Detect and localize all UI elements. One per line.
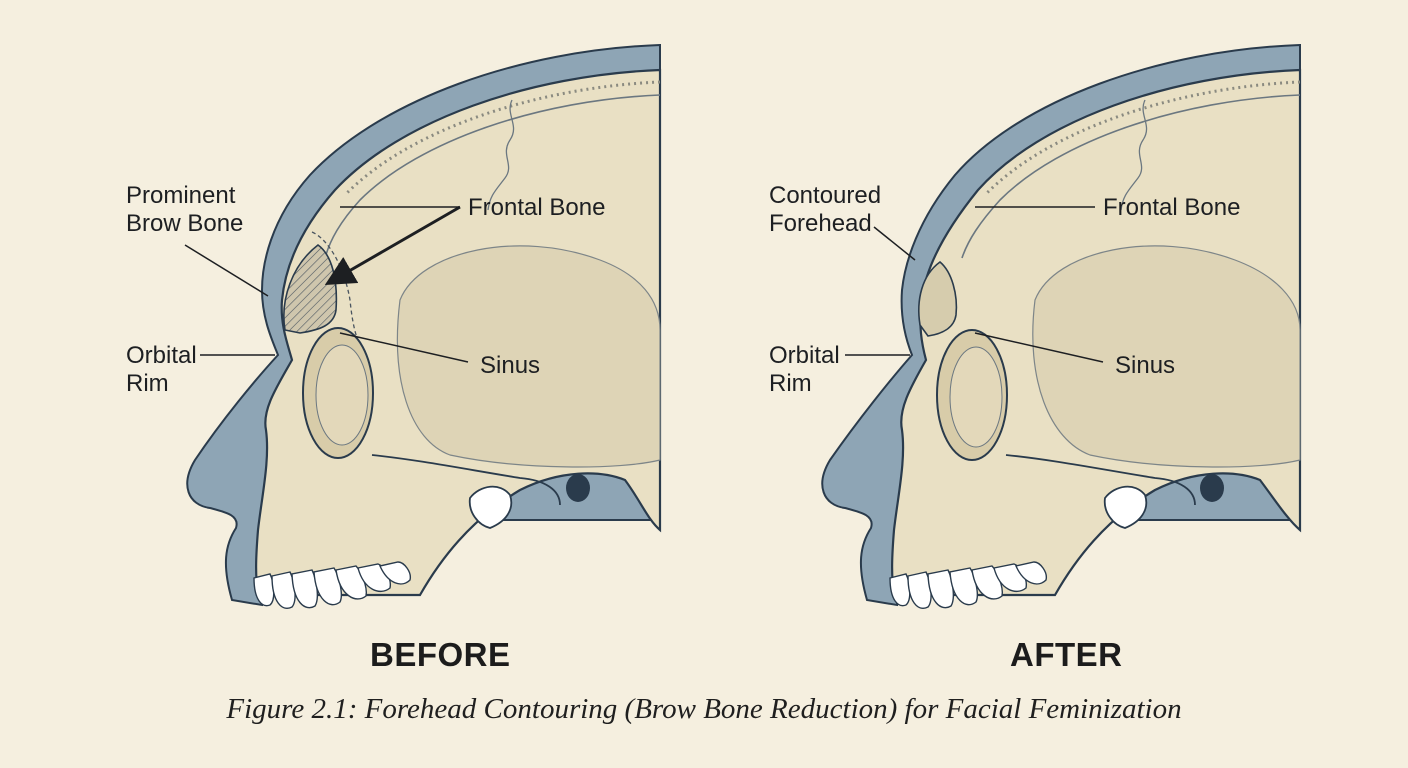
label-prominent-brow-bone: Prominent Brow Bone <box>126 182 244 237</box>
after-teeth <box>889 561 1048 609</box>
before-mandible-notch <box>468 485 513 529</box>
after-suture <box>1120 99 1148 211</box>
after-diploe <box>983 80 1301 197</box>
before-zygoma <box>371 454 561 506</box>
before-orbit-inner <box>315 344 369 446</box>
before-ear-canal <box>566 474 590 502</box>
label-frontal-bone-before: Frontal Bone <box>468 194 606 221</box>
after-ear-canal <box>1200 474 1224 502</box>
label-contoured-forehead: Contoured Forehead <box>769 182 882 237</box>
after-leaders <box>845 206 1104 363</box>
before-teeth <box>253 561 412 609</box>
label-frontal-bone-after: Frontal Bone <box>1103 194 1241 221</box>
after-zygoma <box>1005 454 1196 506</box>
label-orbital-rim-before: Orbital Rim <box>126 342 197 397</box>
before-diploe <box>343 80 661 197</box>
after-inner-cranium <box>961 94 1301 259</box>
after-mandible-notch <box>1103 485 1148 529</box>
after-title: AFTER <box>1010 636 1123 673</box>
after-orbit-inner <box>949 346 1003 448</box>
before-leaders <box>184 205 469 363</box>
before-temporal <box>396 245 661 468</box>
label-sinus-before: Sinus <box>480 352 541 379</box>
before-title: BEFORE <box>370 636 511 673</box>
before-panel <box>186 43 662 609</box>
after-sinus <box>918 260 958 337</box>
before-suture <box>487 99 515 211</box>
before-inner-cranium <box>324 94 661 259</box>
before-removal-zone <box>311 231 361 346</box>
label-sinus-after: Sinus <box>1115 352 1176 379</box>
label-orbital-rim-after: Orbital Rim <box>769 342 840 397</box>
figure-caption: Figure 2.1: Forehead Contouring (Brow Bo… <box>226 693 1182 725</box>
after-panel <box>821 43 1302 609</box>
after-temporal <box>1032 245 1301 468</box>
